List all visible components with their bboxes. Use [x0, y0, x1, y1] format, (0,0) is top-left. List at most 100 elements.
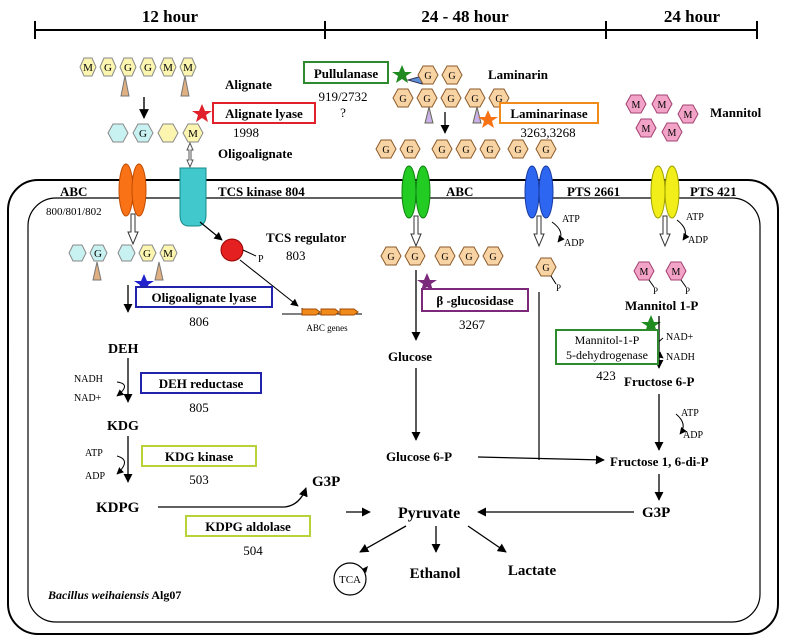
fructose16-label: Fructose 1, 6-di-P: [610, 454, 709, 469]
kdg-kinase-id: 503: [189, 472, 209, 487]
svg-text:G: G: [486, 145, 493, 156]
tca-cycle: [333, 562, 367, 596]
pts-right-label: PTS 421: [690, 184, 737, 199]
kdpg-label: KDPG: [96, 500, 140, 516]
svg-text:M: M: [183, 62, 193, 74]
svg-text:G: G: [514, 145, 521, 156]
tcs-regulator-label: TCS regulator: [266, 230, 347, 245]
deh-reductase-label: DEH reductase: [159, 376, 244, 391]
svg-text:G: G: [447, 94, 454, 105]
deh-reductase-box: [140, 372, 262, 394]
atp-mid: ATP: [562, 214, 580, 225]
organism-strain: Alg07: [149, 588, 181, 602]
abc-genes: [282, 308, 362, 316]
laminarin-oligos: G G G G G G G: [375, 139, 557, 159]
orange-star-icon: [478, 110, 498, 128]
adp-mid: ADP: [564, 238, 584, 249]
svg-text:G: G: [411, 252, 418, 263]
tcs-kinase: [179, 167, 207, 227]
svg-text:G: G: [399, 94, 406, 105]
m1p-phosphate-2: P: [685, 286, 690, 296]
green-star-2-icon: [641, 315, 661, 333]
blue-star-icon: [134, 274, 154, 292]
g3p-left-label: G3P: [312, 474, 340, 490]
svg-text:M: M: [632, 100, 641, 111]
tca-label: TCA: [339, 574, 361, 586]
g3p-right-label: G3P: [642, 505, 670, 521]
laminarinase-id: 3263,3268: [520, 125, 575, 140]
svg-text:G: G: [462, 145, 469, 156]
svg-text:G: G: [438, 145, 445, 156]
alignate-lyase-box: [212, 102, 316, 124]
pullulanase-box: [303, 61, 389, 84]
abc-left-label: ABC: [60, 184, 87, 199]
green-star-icon: [392, 65, 412, 83]
inner-glucan: G G G G G G: [380, 246, 557, 277]
svg-text:G: G: [424, 71, 431, 82]
timeline-12-hour: 12 hour: [142, 7, 199, 26]
pts-transporter-right: [650, 165, 680, 248]
purple-star-icon: [417, 273, 437, 291]
red-star-icon: [192, 104, 212, 122]
pullulanase-id: 919/2732: [318, 89, 367, 104]
svg-text:G: G: [448, 71, 455, 82]
m1p-dehydrogenase-line2: 5-dehydrogenase: [566, 348, 648, 362]
svg-text:G: G: [406, 145, 413, 156]
svg-text:M: M: [163, 62, 173, 74]
atp-left: ATP: [85, 448, 103, 459]
laminarinase-box: [499, 102, 599, 124]
ethanol-label: Ethanol: [410, 566, 461, 582]
tcs-regulator-phosphate: P: [258, 254, 264, 265]
svg-text:G: G: [441, 252, 448, 263]
organism-species: Bacillus weihaiensis: [47, 588, 149, 602]
fructose6p-label: Fructose 6-P: [624, 374, 694, 389]
svg-text:G: G: [143, 248, 151, 260]
svg-text:G: G: [104, 62, 112, 74]
abc-transporter-left: [118, 163, 147, 246]
svg-text:M: M: [642, 124, 651, 135]
timeline-24-hour: 24 hour: [664, 7, 721, 26]
abc-left-ids: 800/801/802: [46, 206, 102, 218]
svg-text:G: G: [489, 252, 496, 263]
lactate-label: Lactate: [508, 563, 557, 579]
m1p-phosphate-1: P: [653, 286, 658, 296]
svg-text:M: M: [668, 128, 677, 139]
abc-transporter-mid: [401, 165, 431, 248]
glucose-label: Glucose: [388, 349, 432, 364]
mannitol-molecules: M M M M M: [625, 94, 699, 142]
oligoalignate-lyase-id: 806: [189, 314, 209, 329]
oligoalignate-lyase-label: Oligoalignate lyase: [151, 290, 256, 305]
alignate-lyase-label: Alignate lyase: [225, 106, 303, 121]
pts-transporter-mid: [524, 165, 554, 248]
oligoalignate-molecule: G M: [107, 123, 204, 143]
oligoalignate-lyase-box: [135, 286, 273, 308]
svg-text:M: M: [640, 267, 649, 278]
alignate-label: Alignate: [225, 77, 272, 92]
tcs-regulator-circle: [220, 238, 244, 262]
atp-right-2: ATP: [681, 408, 699, 419]
deh-reductase-id: 805: [189, 400, 209, 415]
alignate-polymer: M G G G M M: [79, 57, 197, 97]
m1p-dehydrogenase-line1: Mannitol-1-P: [575, 333, 640, 347]
abc-genes-label: ABC genes: [306, 323, 348, 333]
svg-text:G: G: [465, 252, 472, 263]
inner-oligoalignate: G G M: [68, 244, 178, 281]
laminarin-label: Laminarin: [488, 67, 549, 82]
svg-text:G: G: [423, 94, 430, 105]
atp-right: ATP: [686, 212, 704, 223]
m1p-dehydrogenase-box: [555, 329, 659, 365]
kdg-kinase-label: KDG kinase: [165, 449, 233, 464]
svg-text:G: G: [542, 145, 549, 156]
glucose-phosphate-p: P: [556, 283, 561, 293]
alignate-lyase-id: 1998: [233, 125, 259, 140]
cell-outer-membrane: [7, 179, 779, 635]
svg-text:G: G: [495, 94, 502, 105]
nadh-right: NADH: [666, 352, 695, 363]
cell-inner-membrane: [27, 197, 761, 623]
tcs-regulator-id: 803: [286, 248, 306, 263]
svg-text:G: G: [387, 252, 394, 263]
laminarin-polymer: G G G G G G G: [392, 65, 510, 124]
svg-text:G: G: [382, 145, 389, 156]
